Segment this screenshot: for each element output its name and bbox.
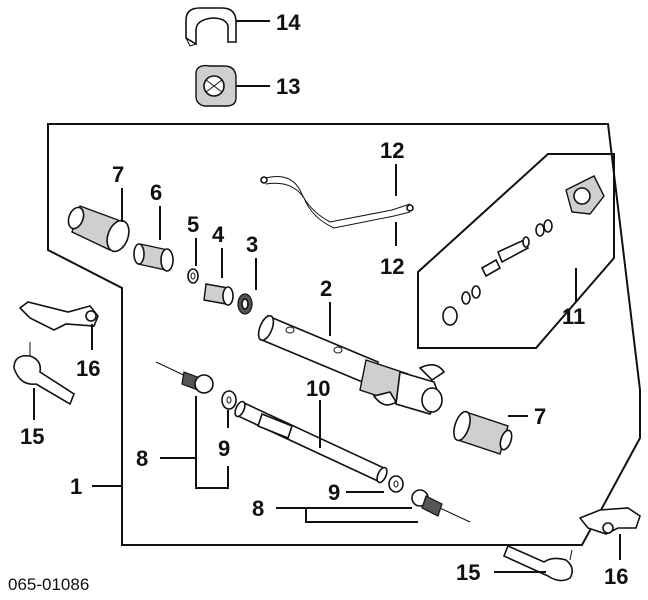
callout-15-left: 15 [20, 424, 44, 449]
callout-6: 6 [150, 180, 162, 205]
callout-16-right: 16 [604, 564, 628, 589]
callout-7-left: 7 [112, 162, 124, 187]
rack-bushing-part [195, 64, 237, 107]
callout-15-right: 15 [456, 560, 480, 585]
tie-rod-end-right-part [502, 544, 574, 582]
control-valve-parts [442, 175, 605, 326]
callout-9-right: 9 [328, 480, 340, 505]
oil-seal-part [237, 293, 253, 315]
inner-tie-rod-right-part [411, 489, 471, 523]
bellows-boot-right-part [453, 410, 513, 455]
washer-left-part [221, 390, 237, 410]
inner-parts-panel [417, 153, 615, 349]
callout-8-right: 8 [252, 496, 264, 521]
rack-sleeve-part [133, 243, 174, 272]
callout-1: 1 [70, 474, 82, 499]
knuckle-arm-right-part [578, 507, 641, 535]
diagram-code: 065-01086 [8, 575, 89, 594]
washer-right-part [388, 475, 404, 493]
callout-10: 10 [306, 376, 330, 401]
callout-16-left: 16 [76, 356, 100, 381]
tie-rod-end-left-part [13, 342, 75, 406]
leader-8-9-left [195, 396, 229, 489]
snap-ring-part [187, 268, 199, 284]
callout-12-bottom: 12 [380, 254, 404, 279]
callout-2: 2 [320, 276, 332, 301]
rack-housing-part [257, 314, 446, 415]
callout-9-left: 9 [218, 436, 230, 461]
pressure-tubes-part [260, 176, 414, 229]
rack-clamp-part [185, 7, 237, 47]
bellows-boot-left-part [67, 205, 130, 253]
callout-3: 3 [246, 232, 258, 257]
rack-bar-part [234, 400, 388, 484]
callout-13: 13 [276, 74, 300, 99]
callout-12-top: 12 [380, 138, 404, 163]
callout-8-left: 8 [136, 446, 148, 471]
leader-8-right [305, 507, 418, 523]
callout-11: 11 [562, 304, 585, 329]
callout-14: 14 [276, 10, 301, 35]
callout-7-right: 7 [534, 404, 546, 429]
knuckle-arm-left-part [18, 301, 99, 331]
callout-5: 5 [187, 212, 199, 237]
assembly-outline [47, 123, 641, 546]
inner-tie-rod-left-part [155, 361, 214, 394]
callout-4: 4 [212, 222, 225, 247]
rack-guide-part [203, 283, 234, 306]
